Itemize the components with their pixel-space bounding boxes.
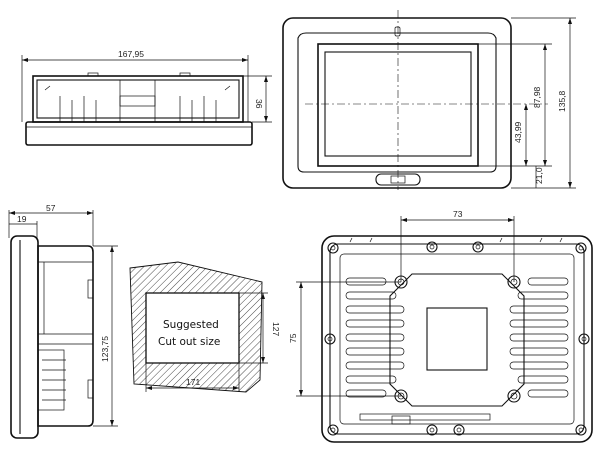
back-mount-width-dimension: 73 [453, 209, 463, 219]
cutout-width-dimension: 171 [186, 377, 200, 387]
side-width-dimension: 167,95 [118, 49, 144, 59]
front-inner-height-dimension: 87,98 [532, 86, 542, 108]
side-view: 167,95 36 [21, 49, 272, 146]
front-view: 87,98 135,8 43,99 21,0 [282, 10, 576, 190]
back-view: 73 75 [288, 209, 593, 443]
vent-slots-left [345, 277, 405, 398]
cutout-label-line1: Suggested [163, 319, 219, 331]
profile-bezel-dimension: 19 [17, 214, 27, 224]
profile-depth-dimension: 57 [46, 203, 56, 213]
front-total-height-dimension: 135,8 [557, 90, 567, 112]
profile-height-dimension: 123,75 [100, 336, 110, 362]
cutout-height-dimension: 127 [271, 322, 281, 336]
front-center-height-dimension: 43,99 [513, 121, 523, 143]
vent-slots-right [509, 277, 569, 398]
cutout-diagram: Suggested Cut out size 171 127 [129, 261, 281, 393]
back-mount-height-dimension: 75 [288, 333, 298, 343]
side-height-dimension: 36 [254, 99, 264, 109]
cutout-label-line2: Cut out size [158, 336, 220, 348]
profile-view: 57 19 123,75 [8, 203, 118, 439]
front-bottom-offset-dimension: 21,0 [534, 167, 544, 184]
